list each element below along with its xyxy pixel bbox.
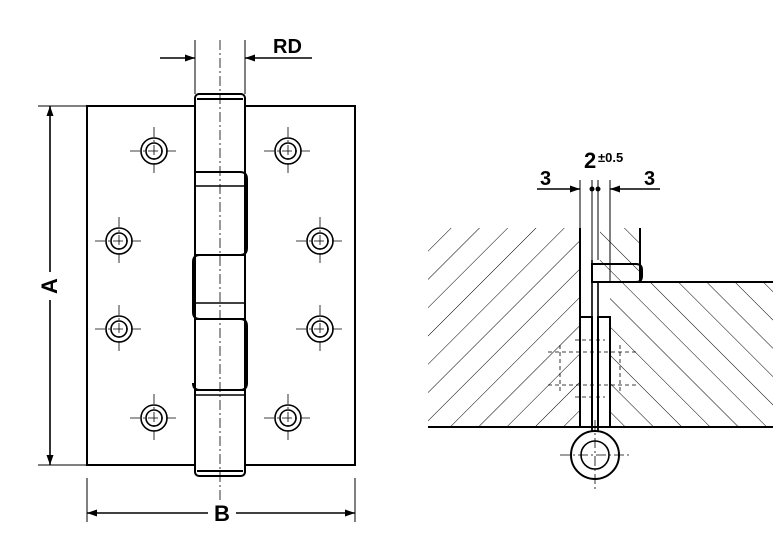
- knuckle-section: [560, 420, 630, 490]
- gap-mid-label: 2: [584, 148, 596, 173]
- dimension-rd-label: RD: [273, 36, 302, 58]
- screw-hole: [264, 127, 312, 175]
- dimension-a-label: A: [37, 278, 62, 294]
- screw-hole: [130, 394, 178, 442]
- screw-hole: [296, 305, 344, 353]
- right-leaf: [244, 105, 356, 466]
- gap-right-label: 3: [644, 168, 655, 190]
- dimension-b-label: B: [214, 501, 230, 526]
- hidden-screws: [548, 339, 636, 398]
- gap-mid-tolerance: ±0.5: [598, 150, 623, 165]
- knuckle-segments: [192, 171, 248, 396]
- screw-hole: [130, 127, 178, 175]
- hinge-front-view: [86, 40, 356, 500]
- dimension-a: A: [36, 105, 87, 466]
- left-leaf: [86, 105, 196, 466]
- screw-hole: [95, 305, 143, 353]
- gap-dimension: 3 2 ±0.5 3: [537, 148, 660, 282]
- frame-section: [428, 228, 580, 427]
- door-section: [610, 282, 773, 427]
- dimension-rd: RD: [160, 36, 312, 94]
- screw-hole: [296, 217, 344, 265]
- screw-hole: [95, 217, 143, 265]
- screw-hole: [264, 394, 312, 442]
- installation-section-view: 3 2 ±0.5 3: [428, 148, 773, 490]
- gap-left-label: 3: [540, 168, 551, 190]
- dimension-b: B: [86, 478, 356, 526]
- knuckle-barrel: [194, 40, 246, 500]
